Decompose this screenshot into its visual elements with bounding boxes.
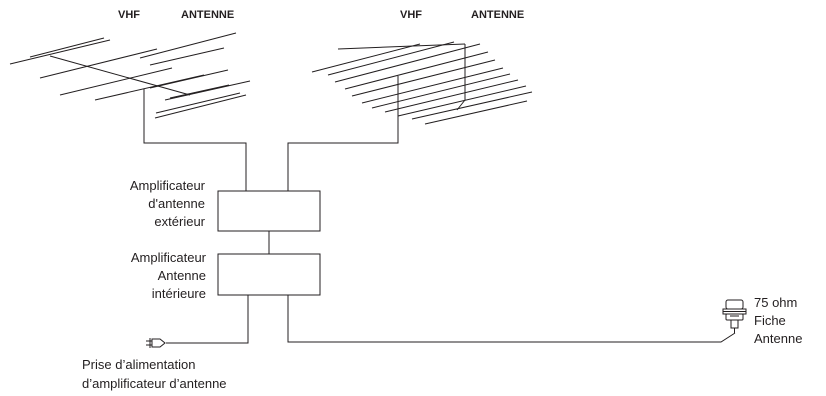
left-antenne-label: ANTENNE: [181, 9, 234, 21]
right-vhf-label: VHF: [400, 9, 422, 21]
left-vhf-label: VHF: [118, 9, 140, 21]
indoor-amplifier-label-line-3: intérieure: [152, 286, 206, 301]
right-antenne-label: ANTENNE: [471, 9, 524, 21]
power-plug-icon: [146, 338, 166, 348]
left-antenna: [9, 32, 251, 119]
antenna-plug-label-line-1: 75 ohm: [754, 295, 797, 310]
outdoor-amplifier-label-line-2: d'antenne: [148, 196, 205, 211]
outdoor-amplifier-label-line-3: extérieur: [154, 214, 205, 229]
right-antenna: [311, 41, 533, 125]
right-antenna-cable: [287, 76, 399, 191]
coax-cable: [287, 295, 736, 343]
antenna-plug-label-line-3: Antenne: [754, 331, 802, 346]
outdoor-amplifier-label-line-1: Amplificateur: [130, 178, 206, 193]
power-plug-label-line-2: d’amplificateur d’antenne: [82, 376, 227, 391]
outdoor-amplifier-box: [217, 190, 321, 232]
coax-plug-icon: [722, 299, 747, 333]
power-cable: [166, 295, 249, 344]
indoor-amplifier-label-line-2: Antenne: [158, 268, 206, 283]
left-antenna-cable: [143, 89, 247, 191]
indoor-amplifier-label-line-1: Amplificateur: [131, 250, 207, 265]
power-plug-label-line-1: Prise d’alimentation: [82, 357, 195, 372]
antenna-plug-label-line-2: Fiche: [754, 313, 786, 328]
indoor-amplifier-box: [217, 253, 321, 296]
